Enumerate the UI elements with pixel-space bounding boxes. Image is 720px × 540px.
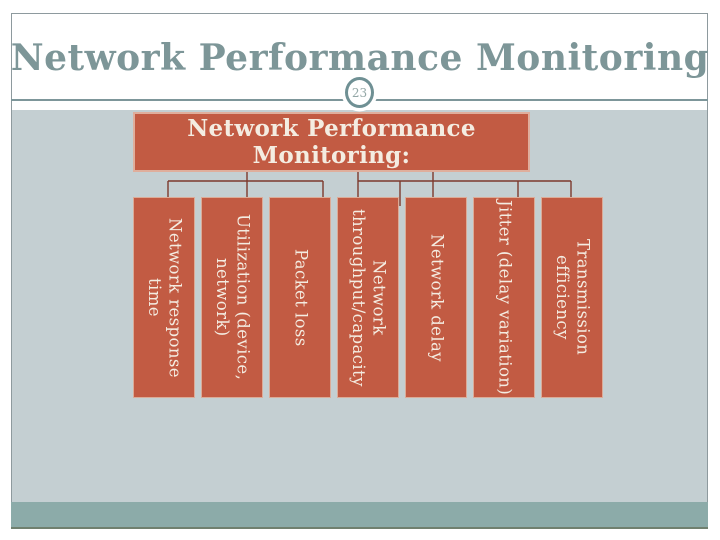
box-utilization: Utilization (device, network) bbox=[201, 197, 263, 398]
box-jitter: Jitter (delay variation) bbox=[473, 197, 535, 398]
box-transmission-efficiency: Transmission efficiency bbox=[541, 197, 603, 398]
box-packet-loss-label: Packet loss bbox=[291, 248, 311, 347]
box-jitter-label: Jitter (delay variation) bbox=[495, 199, 515, 396]
footer-band bbox=[11, 502, 708, 529]
box-packet-loss: Packet loss bbox=[269, 197, 331, 398]
root-box-label: Network Performance Monitoring: bbox=[187, 114, 476, 169]
box-network-throughput-label: Network throughput/capacity bbox=[349, 208, 389, 387]
box-network-response-time-label: Network response time bbox=[145, 217, 185, 378]
box-network-throughput: Network throughput/capacity bbox=[337, 197, 399, 398]
page-number: 23 bbox=[351, 85, 368, 100]
box-utilization-label: Utilization (device, network) bbox=[213, 214, 253, 381]
box-network-delay: Network delay bbox=[405, 197, 467, 398]
slide-title: Network Performance Monitoring bbox=[10, 37, 710, 79]
box-network-delay-label: Network delay bbox=[427, 233, 447, 362]
page-number-badge: 23 bbox=[345, 77, 374, 108]
box-transmission-efficiency-label: Transmission efficiency bbox=[553, 239, 593, 356]
box-network-response-time: Network response time bbox=[133, 197, 195, 398]
root-box: Network Performance Monitoring: bbox=[133, 112, 530, 172]
